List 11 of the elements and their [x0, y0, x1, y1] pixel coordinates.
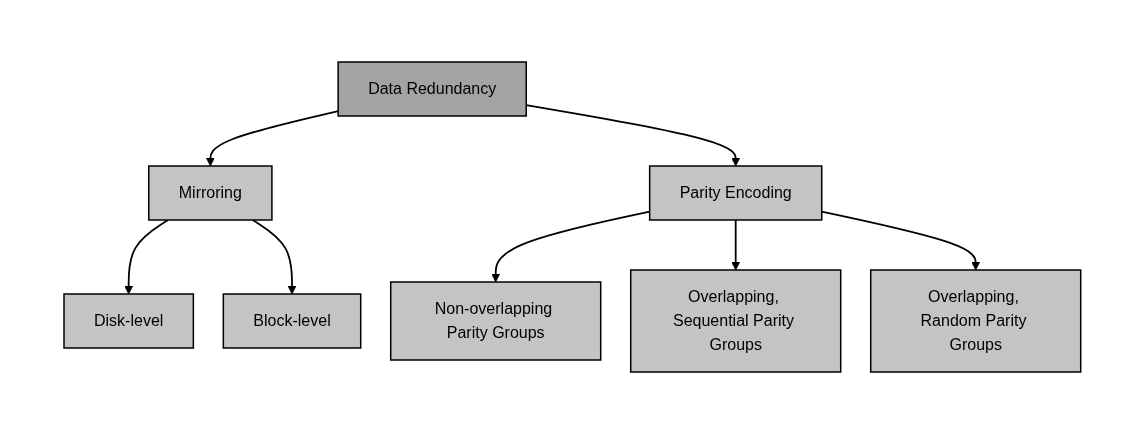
node-box: Overlapping, Sequential Parity Groups — [629, 269, 842, 373]
arrow — [251, 219, 297, 295]
arrow — [123, 219, 169, 295]
node-box: Block-level — [222, 293, 362, 349]
node-box: Non-overlapping Parity Groups — [389, 281, 602, 361]
arrow — [730, 219, 740, 271]
node-box: Data Redundancy — [337, 61, 527, 117]
node-box: Mirroring — [147, 165, 273, 221]
node-box: Overlapping, Random Parity Groups — [869, 269, 1082, 373]
node-box: Parity Encoding — [648, 165, 823, 221]
node-box: Disk-level — [62, 293, 194, 349]
